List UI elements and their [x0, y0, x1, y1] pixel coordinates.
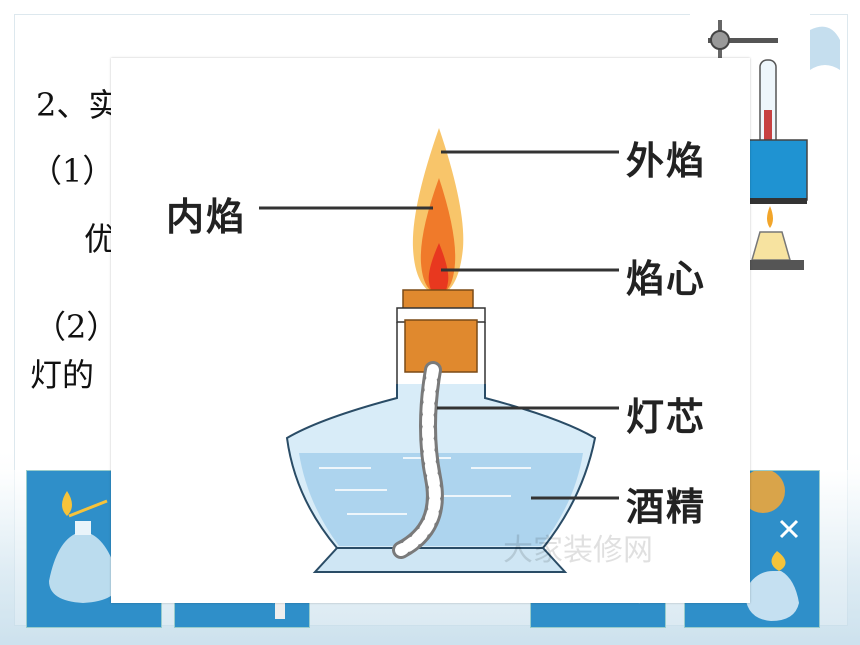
- slide-item-2-text: 灯的: [30, 356, 95, 394]
- alcohol-lamp-drawing: [259, 128, 619, 573]
- alcohol-lamp-diagram: 外焰 内焰 焰心 灯芯 酒精 大家装修网: [111, 58, 750, 603]
- flame-core-shape: [428, 243, 449, 296]
- label-alcohol: 酒精: [626, 485, 707, 529]
- inner-flame-shape: [420, 178, 456, 294]
- watermark: 大家装修网: [503, 533, 653, 568]
- slide-item-1-number: （1）: [30, 152, 115, 190]
- label-flame-core: 焰心: [626, 257, 707, 301]
- slide-heading-text: 2、实: [36, 86, 121, 124]
- slide-item-2-number: （2）: [34, 308, 119, 346]
- label-outer-flame: 外焰: [626, 139, 707, 183]
- slide-item-1-text: 优: [84, 220, 117, 258]
- label-wick: 灯芯: [626, 395, 707, 439]
- label-inner-flame: 内焰: [166, 195, 247, 239]
